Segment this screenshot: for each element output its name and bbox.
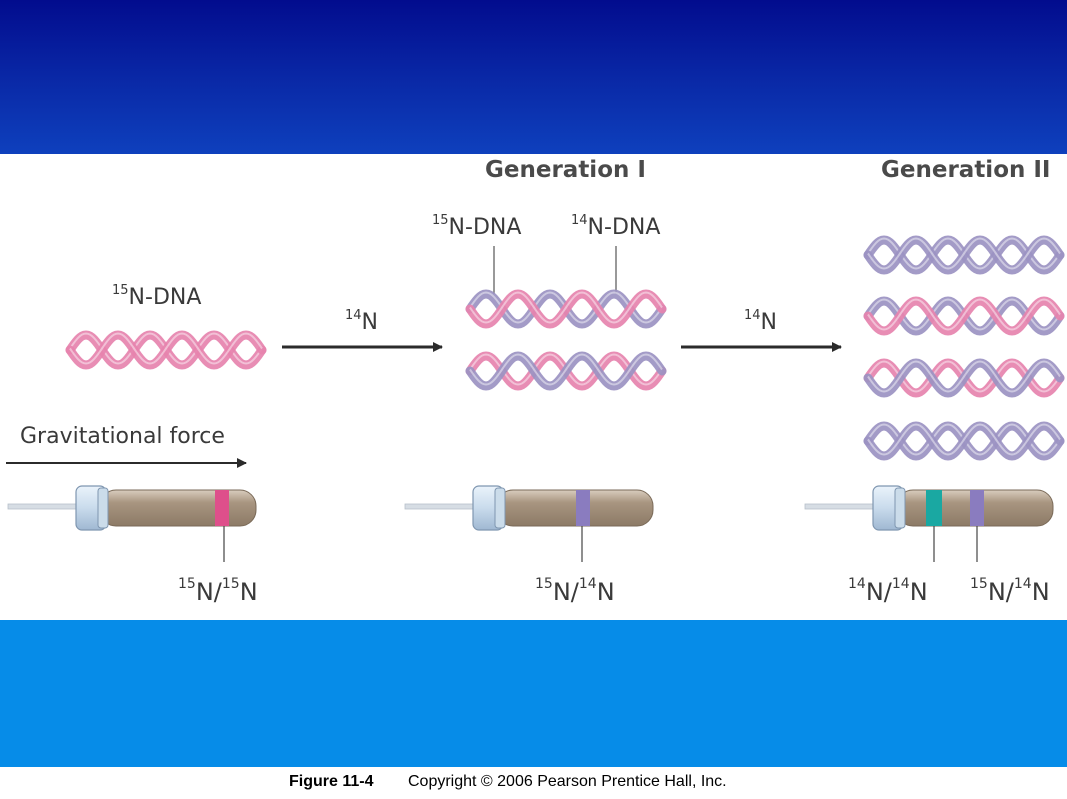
generation-2-title: Generation II [881,157,1051,183]
top-color-band [0,0,1067,154]
gen2-dna-helix-2 [868,300,1060,332]
footer: Figure 11-4 Copyright © 2006 Pearson Pre… [0,767,1067,799]
arrow-1-label: 14N [345,308,378,335]
tube-2-density-band [576,490,590,526]
generation-1-title: Generation I [485,157,646,183]
gen1-15n-dna-label: 15N-DNA [432,213,521,240]
gen1-dna-helix-1 [470,293,662,325]
gravitational-force-label: Gravitational force [20,424,225,449]
copyright-notice: Copyright © 2006 Pearson Prentice Hall, … [408,773,727,791]
tube-1-band-label: 15N/15N [178,576,258,606]
gen2-dna-helix-1 [868,239,1060,271]
bottom-color-band [0,620,1067,767]
tube-3-band-b-label: 15N/14N [970,576,1050,606]
parent-dna-helix [70,334,262,366]
gen2-dna-helix-3 [868,362,1060,394]
tube-1-density-band [215,490,229,526]
centrifuge-tube-1 [8,486,256,530]
gen1-dna-helix-2 [470,355,662,387]
centrifuge-tube-2 [405,486,653,530]
tube-2-band-label: 15N/14N [535,576,615,606]
tube-3-density-band-light [926,490,942,526]
tube-3-band-a-label: 14N/14N [848,576,928,606]
parent-dna-label: 15N-DNA [112,283,201,310]
figure-number: Figure 11-4 [289,773,373,791]
arrow-2-label: 14N [744,308,777,335]
meselson-stahl-diagram: Generation I Generation II 15N-DNA 14N 1… [0,154,1067,620]
gen1-14n-dna-label: 14N-DNA [571,213,660,240]
tube-3-density-band-hybrid [970,490,984,526]
gen2-dna-helix-4 [868,425,1060,457]
centrifuge-tube-3 [805,486,1053,530]
